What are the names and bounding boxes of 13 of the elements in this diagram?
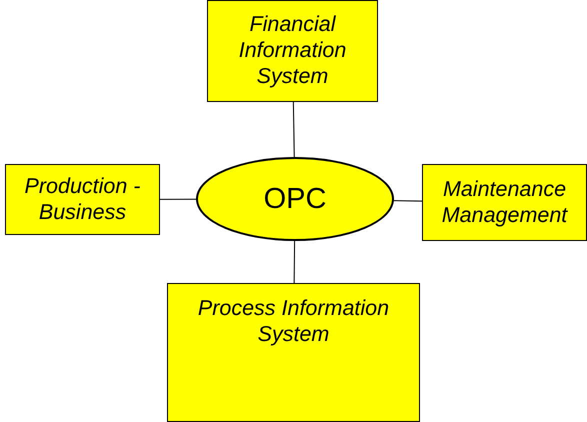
node-label: Maintenance Management xyxy=(440,176,569,228)
node-label: Production - Business xyxy=(24,174,142,226)
connector-line xyxy=(393,200,422,202)
connector-line xyxy=(160,198,196,200)
system-box xyxy=(207,0,378,102)
system-box xyxy=(5,164,160,235)
connector-line xyxy=(292,102,295,158)
system-box xyxy=(167,283,420,422)
system-box xyxy=(422,164,587,241)
node-label: OPC xyxy=(264,182,326,216)
connector-line xyxy=(294,240,296,284)
node-label: Process Information System xyxy=(196,296,390,348)
node-label: Financial Information System xyxy=(238,12,348,90)
